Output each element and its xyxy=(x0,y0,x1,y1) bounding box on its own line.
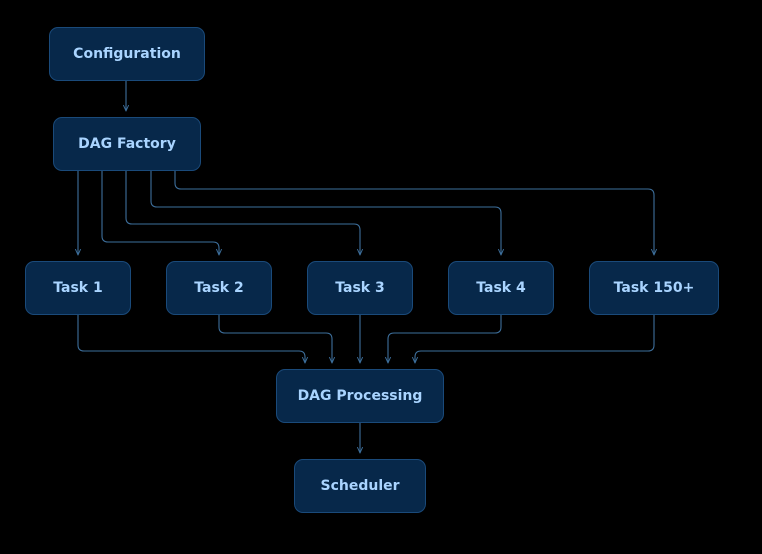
edge-dag-factory-to-task-2 xyxy=(101,171,219,255)
edge-task-1-to-dag-processing xyxy=(77,315,305,363)
node-task-1: Task 1 xyxy=(25,261,131,315)
edge-task-2-to-dag-processing xyxy=(218,315,332,363)
edge-task-150-to-dag-processing xyxy=(415,315,655,363)
edge-dag-factory-to-task-4 xyxy=(150,171,501,255)
node-dag-processing: DAG Processing xyxy=(276,369,444,423)
edge-task-4-to-dag-processing xyxy=(388,315,502,363)
edge-dag-factory-to-task-3 xyxy=(125,171,360,255)
node-task-3: Task 3 xyxy=(307,261,413,315)
node-scheduler: Scheduler xyxy=(294,459,426,513)
edge-dag-factory-to-task-150 xyxy=(174,171,654,255)
node-task-150-plus: Task 150+ xyxy=(589,261,719,315)
node-task-4: Task 4 xyxy=(448,261,554,315)
node-configuration: Configuration xyxy=(49,27,205,81)
node-task-2: Task 2 xyxy=(166,261,272,315)
node-dag-factory: DAG Factory xyxy=(53,117,201,171)
